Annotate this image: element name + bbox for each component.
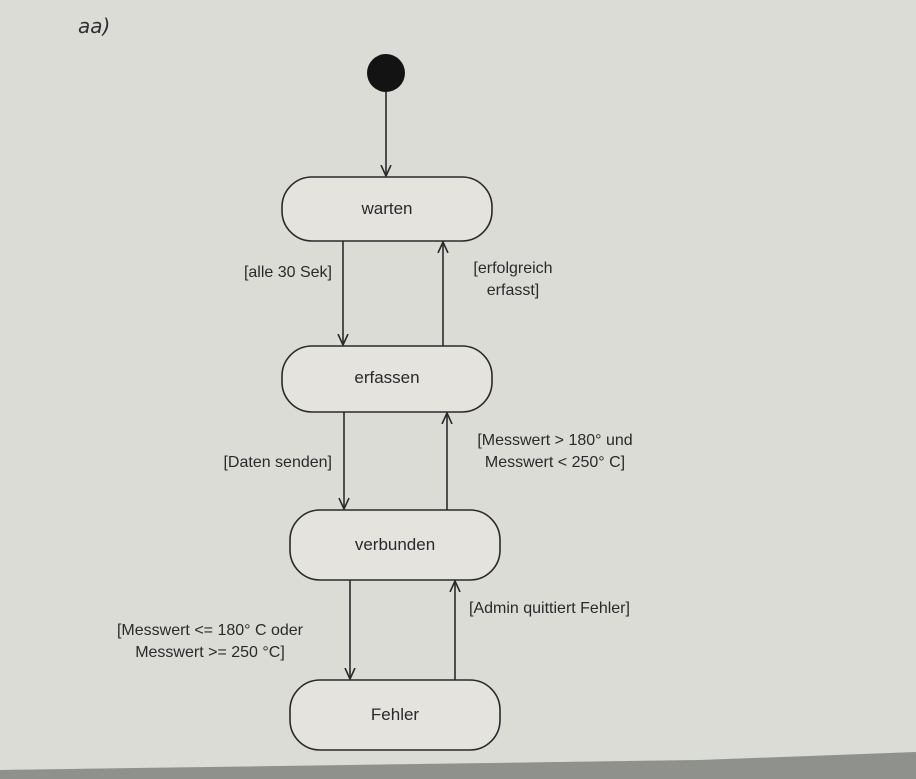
initial-node (367, 54, 405, 92)
guard-line: [erfolgreich (473, 260, 553, 277)
state-label-verbunden: verbunden (354, 535, 436, 554)
paper-edge-shadow (0, 752, 916, 779)
state-fehler (289, 679, 501, 751)
guard-line: [alle 30 Sek] (243, 264, 332, 281)
state-erfassen (281, 345, 493, 413)
state-verbunden (289, 509, 501, 581)
guard-line: [Daten senden] (223, 454, 332, 471)
state-label-erfassen: erfassen (354, 368, 420, 387)
guard-verbunden-to-erfassen: [Messwert > 180° und Messwert < 250° C] (460, 430, 650, 474)
guard-line: Messwert < 250° C] (484, 454, 626, 471)
state-warten (281, 176, 493, 242)
guard-line: [Messwert <= 180° C oder (116, 622, 304, 639)
guard-erfassen-to-warten: [erfolgreich erfasst] (458, 258, 568, 302)
guard-line: erfasst] (486, 282, 540, 299)
guard-fehler-to-verbunden: [Admin quittiert Fehler] (469, 598, 669, 620)
state-label-warten: warten (361, 199, 413, 218)
guard-line: [Admin quittiert Fehler] (469, 600, 630, 617)
guard-warten-to-erfassen: [alle 30 Sek] (170, 262, 332, 284)
guard-line: [Messwert > 180° und (477, 432, 633, 449)
page-label: aa) (78, 14, 111, 38)
state-label-fehler: Fehler (370, 705, 420, 724)
guard-line: Messwert >= 250 °C] (135, 644, 285, 661)
guard-verbunden-to-fehler: [Messwert <= 180° C oder Messwert >= 250… (85, 620, 335, 664)
guard-erfassen-to-verbunden: [Daten senden] (150, 452, 332, 474)
